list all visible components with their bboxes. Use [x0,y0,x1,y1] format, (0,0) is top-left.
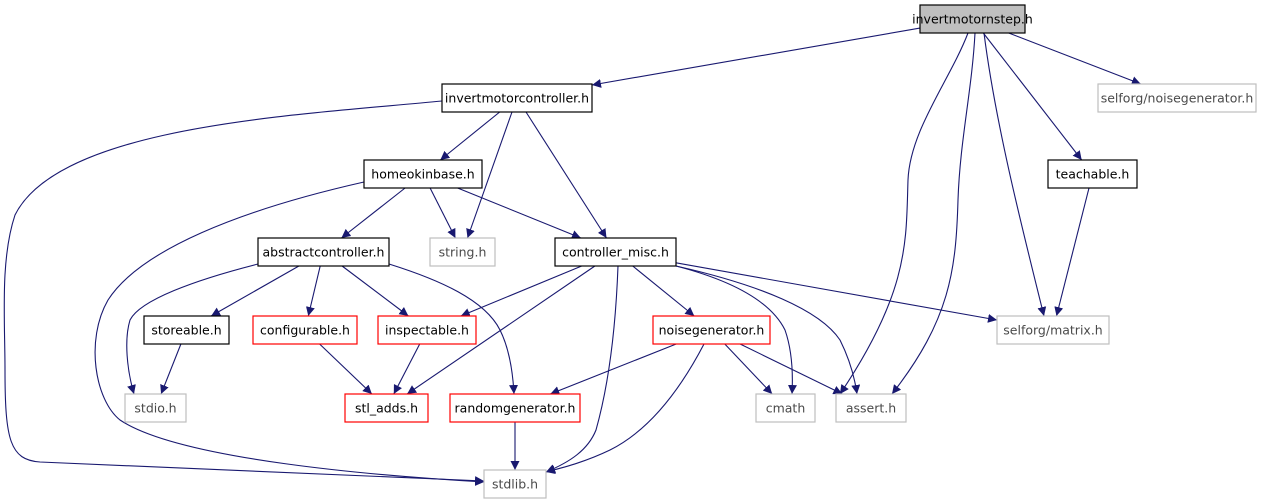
edge-storeable-to-stdio [160,343,182,395]
node-box [483,469,547,499]
edge-controller_misc-to-inspectable [460,265,582,317]
edge-abstractcontroller-to-storeable [210,265,300,317]
node-selforg_matrix[interactable]: selforg/matrix.h [996,315,1110,345]
edge-configurable-to-stl_adds [319,343,373,395]
nodes-layer: invertmotornstep.h invertmotorcontroller.… [124,4,1257,499]
node-box [344,393,429,423]
node-label: noisegenerator.h [659,323,765,338]
node-noisegenerator[interactable]: noisegenerator.h [652,315,771,345]
node-box [441,83,593,113]
node-box [554,237,677,267]
node-box [363,159,483,189]
node-assert[interactable]: assert.h [835,393,907,423]
node-box [919,4,1026,34]
node-selforg_noisegenerator[interactable]: selforg/noisegenerator.h [1097,83,1257,113]
edge-invertmotornstep-to-selforg_matrix [983,32,1047,317]
node-label: stdio.h [134,401,176,416]
node-inspectable[interactable]: inspectable.h [377,315,477,345]
node-stdlib[interactable]: stdlib.h [483,469,547,499]
edge-controller_misc-to-noisegenerator [632,265,695,317]
node-box [429,237,496,267]
node-box [252,315,358,345]
node-label: string.h [439,245,487,260]
edge-homeokinbase-to-stdlib [94,181,485,486]
edge-invertmotornstep-to-invertmotorcontroller [591,27,921,88]
edge-inspectable-to-stl_adds [393,343,421,395]
edge-invertmotorcontroller-to-controller_misc [525,111,607,239]
edge-homeokinbase-to-controller_misc [457,187,582,239]
edge-invertmotorcontroller-to-string [466,111,513,239]
edge-noisegenerator-to-cmath [724,343,773,395]
edge-abstractcontroller-to-inspectable [341,265,409,317]
edge-controller_misc-to-cmath [675,265,797,395]
node-configurable[interactable]: configurable.h [252,315,358,345]
edge-controller_misc-to-stl_adds [406,265,596,395]
edge-invertmotorcontroller-to-homeokinbase [439,111,501,161]
node-label: stdlib.h [492,477,538,492]
node-box [1097,83,1257,113]
edge-controller_misc-to-assert [675,265,861,395]
node-label: teachable.h [1056,167,1130,182]
edge-noisegenerator-to-assert [739,343,843,395]
node-string[interactable]: string.h [429,237,496,267]
edge-abstractcontroller-to-randomgenerator [388,263,519,395]
node-label: selforg/matrix.h [1003,323,1102,338]
edge-invertmotornstep-to-teachable [982,32,1083,161]
node-teachable[interactable]: teachable.h [1047,159,1138,189]
node-abstractcontroller[interactable]: abstractcontroller.h [257,237,390,267]
edge-invertmotorcontroller-to-stdlib [3,100,485,486]
node-box [996,315,1110,345]
node-box [652,315,771,345]
edge-homeokinbase-to-string [429,187,456,239]
edge-teachable-to-selforg_matrix [1054,187,1090,317]
node-label: cmath [766,401,806,416]
node-label: stl_adds.h [355,401,418,416]
edge-invertmotornstep-to-cmath [839,32,969,395]
edges-layer [3,27,1141,486]
node-label: controller_misc.h [562,245,669,260]
node-box [1047,159,1138,189]
node-label: inspectable.h [385,323,469,338]
node-box [755,393,816,423]
node-randomgenerator[interactable]: randomgenerator.h [449,393,581,423]
edge-invertmotornstep-to-assert [891,32,976,395]
edge-abstractcontroller-to-stdio [126,263,259,395]
node-label: randomgenerator.h [455,401,576,416]
node-storeable[interactable]: storeable.h [143,315,230,345]
node-label: storeable.h [151,323,221,338]
node-label: homeokinbase.h [371,167,474,182]
node-label: assert.h [846,401,896,416]
node-label: abstractcontroller.h [263,245,385,260]
node-stdio[interactable]: stdio.h [124,393,187,423]
node-stl_adds[interactable]: stl_adds.h [344,393,429,423]
node-label: selforg/noisegenerator.h [1101,91,1254,106]
node-controller_misc[interactable]: controller_misc.h [554,237,677,267]
node-box [449,393,581,423]
edge-controller_misc-to-stdlib [545,265,619,473]
node-box [835,393,907,423]
node-homeokinbase[interactable]: homeokinbase.h [363,159,483,189]
node-label: configurable.h [260,323,350,338]
edge-homeokinbase-to-abstractcontroller [341,187,406,239]
edge-abstractcontroller-to-configurable [306,265,321,317]
edge-invertmotornstep-to-selforg_noisegenerator [1008,32,1141,85]
edge-controller_misc-to-selforg_matrix [675,262,998,323]
node-cmath[interactable]: cmath [755,393,816,423]
node-box [143,315,230,345]
node-label: invertmotorcontroller.h [445,91,589,106]
node-box [257,237,390,267]
node-invertmotorcontroller[interactable]: invertmotorcontroller.h [441,83,593,113]
node-label: invertmotornstep.h [912,12,1033,27]
edge-noisegenerator-to-stdlib [545,343,705,475]
node-invertmotornstep[interactable]: invertmotornstep.h [912,4,1033,34]
edge-noisegenerator-to-randomgenerator [550,343,677,395]
node-box [124,393,187,423]
node-box [377,315,477,345]
